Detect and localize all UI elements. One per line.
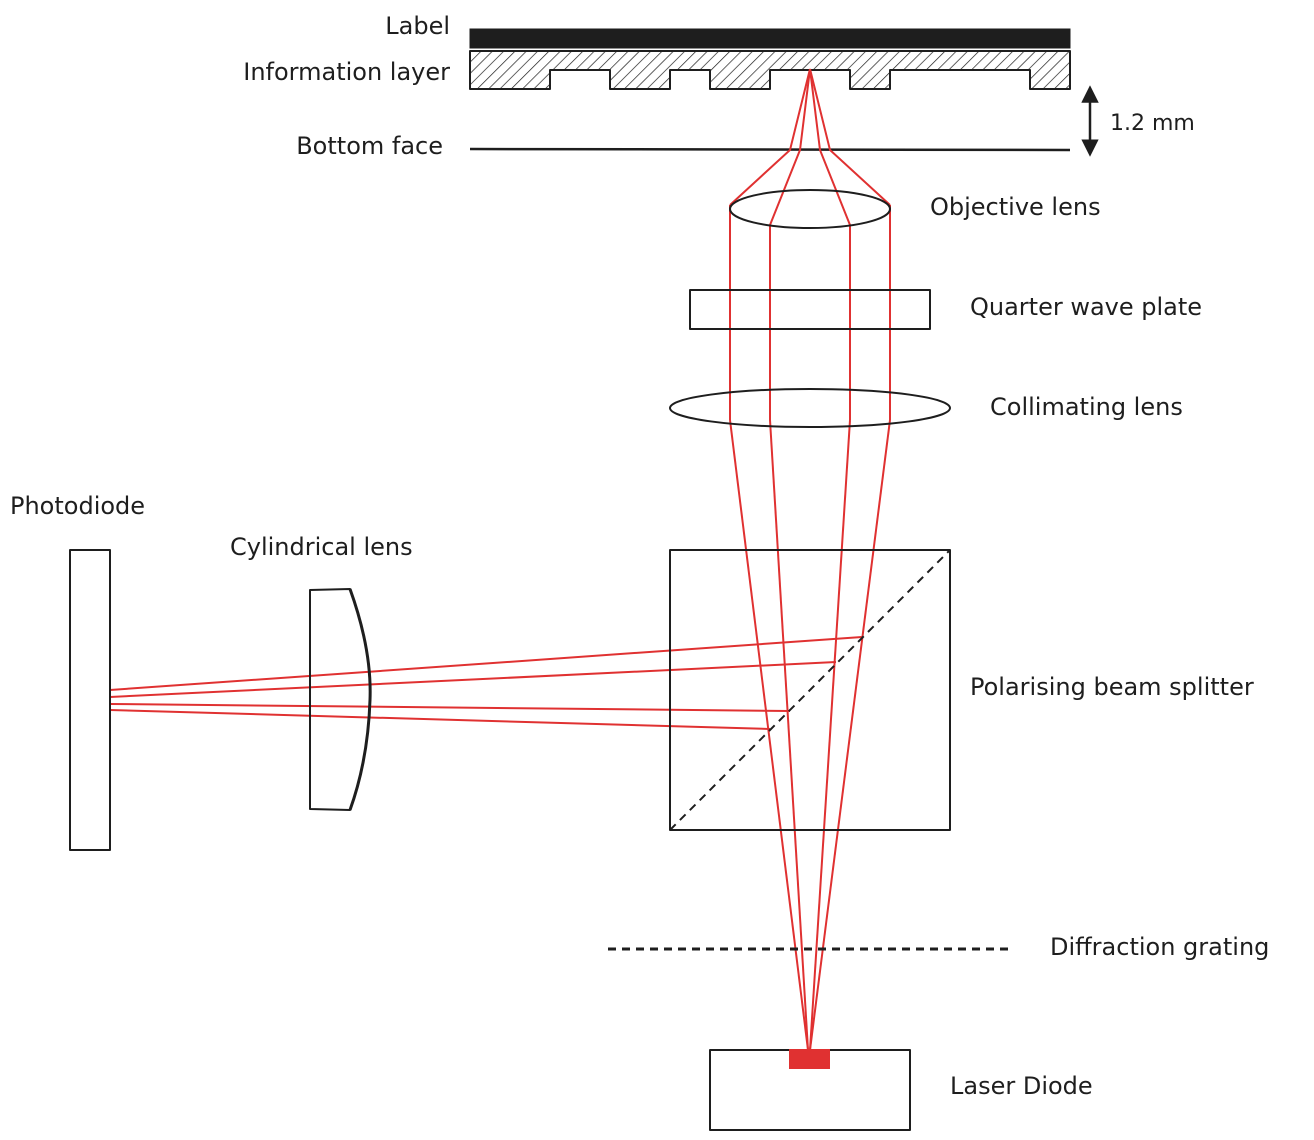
bottom-face-line [469,147,1071,152]
beam-ray-3 [809,68,851,226]
objective-lens [729,189,891,229]
beam-ray-16 [109,709,771,730]
label-text: Label [385,12,450,40]
diffraction-grating-label: Diffraction grating [1050,933,1269,961]
thickness-label: 1.2 mm [1110,111,1195,136]
beam-ray-11 [809,419,851,1051]
label-layer [469,28,1071,49]
collimating-lens [669,388,951,428]
objective-lens-label: Objective lens [930,193,1101,221]
photodiode-label: Photodiode [10,492,145,520]
laser-emitter [789,1049,830,1069]
beam-ray-13 [109,636,863,691]
beam-ray-10 [769,419,809,1051]
beam-splitter-cube [669,549,951,831]
photodiode [69,549,111,851]
laser-diode-label: Laser Diode [950,1072,1093,1100]
polarising-beam-splitter-label: Polarising beam splitter [970,673,1254,701]
bottom-face-label: Bottom face [296,132,443,160]
laser-diode [709,1049,911,1131]
beam-ray-15 [109,703,791,712]
beam-ray-9 [729,419,809,1051]
information-layer-label: Information layer [243,58,450,86]
disc [469,28,1099,157]
beam-ray-12 [809,419,891,1051]
beam-splitter-diagonal [669,549,951,831]
quarter-wave-plate [689,289,931,330]
quarter-wave-plate-label: Quarter wave plate [970,293,1202,321]
beam-ray-1 [729,68,811,206]
cylindrical-lens-curve [348,588,372,811]
beam-ray-4 [809,68,891,206]
information-layer [469,50,1071,90]
laser-beam [109,68,891,1051]
polarising-beam-splitter [669,549,951,831]
collimating-lens-label: Collimating lens [990,393,1183,421]
cylindrical-lens-label: Cylindrical lens [230,533,413,561]
beam-ray-2 [769,68,811,226]
beam-ray-14 [109,661,837,698]
